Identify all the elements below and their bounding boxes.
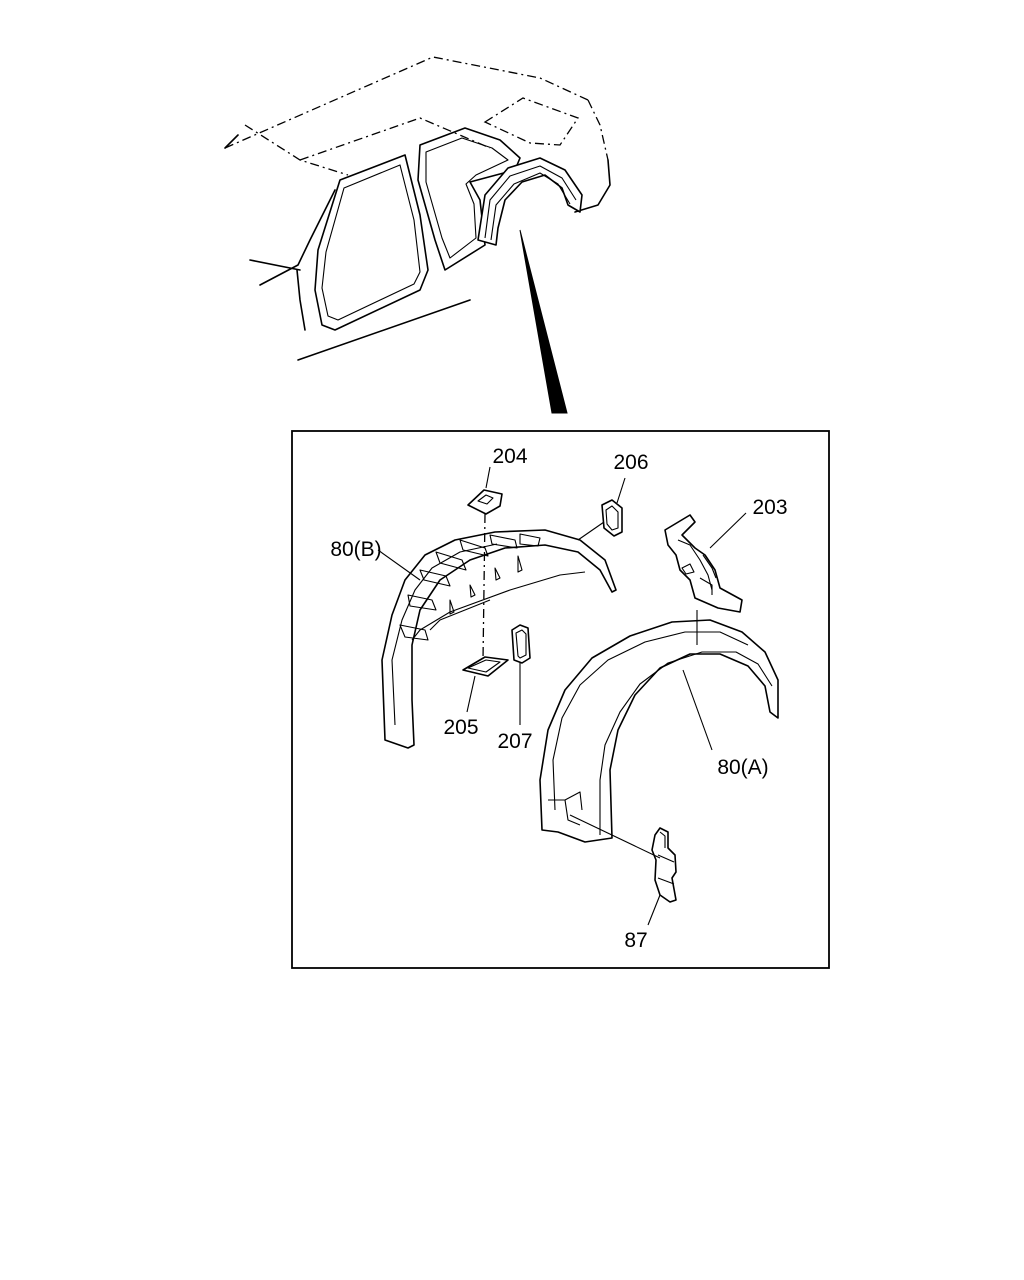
leader-lines — [377, 466, 747, 926]
part-204-clip — [467, 489, 503, 661]
callout-80a: 80(A) — [717, 756, 768, 779]
callout-80b: 80(B) — [330, 538, 381, 561]
part-205-pad — [462, 656, 509, 677]
callout-203: 203 — [752, 496, 787, 519]
part-207-pad — [511, 624, 531, 664]
callout-207: 207 — [497, 730, 532, 753]
callout-205: 205 — [443, 716, 478, 739]
part-87-bracket — [651, 827, 677, 903]
detail-frame — [291, 430, 830, 969]
callout-206: 206 — [613, 451, 648, 474]
part-80b-liner — [381, 529, 617, 749]
part-206-pad — [601, 499, 623, 537]
callout-204: 204 — [492, 445, 527, 468]
part-80a-liner — [539, 619, 779, 843]
part-203-bracket — [664, 514, 743, 613]
callout-87: 87 — [624, 929, 647, 952]
vehicle-outline — [224, 56, 611, 414]
